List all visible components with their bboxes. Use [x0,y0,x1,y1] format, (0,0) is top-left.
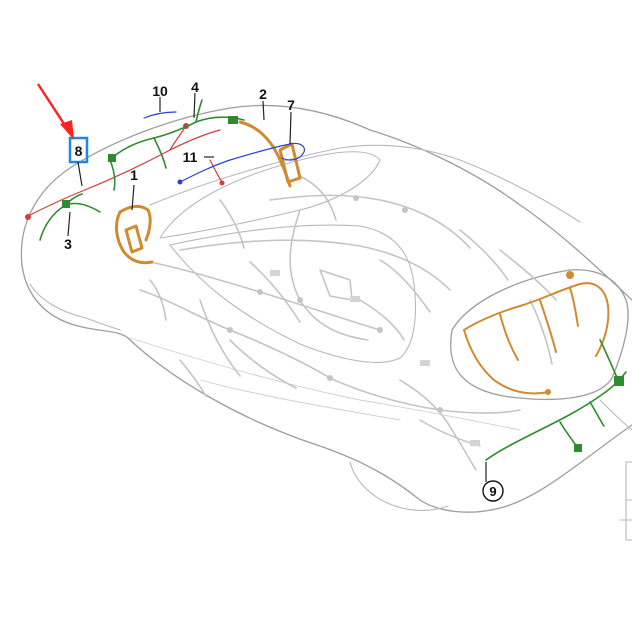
callout-3: 3 [64,236,72,252]
callout-1: 1 [130,167,138,183]
callout-4: 4 [191,79,199,95]
callout-7: 7 [287,97,295,113]
red-arrow-indicator [36,83,74,140]
callout-8: 8 [75,143,83,159]
leader-lines [67,92,487,482]
gray-background-harness [139,175,557,471]
red-harness [25,123,225,220]
green-harness-front [39,99,245,241]
car-body-outline [20,104,632,541]
callout-9-circle [482,480,504,502]
callout-labels: 8 1 2 3 4 7 10 11 9 [64,79,504,502]
orange-harness-rear [463,271,610,395]
green-harness-rear [485,339,627,461]
callout-2: 2 [259,86,267,102]
callout-10: 10 [152,83,168,99]
callout-9: 9 [489,484,496,499]
callout-11: 11 [183,149,198,165]
orange-harness-front [115,120,302,265]
